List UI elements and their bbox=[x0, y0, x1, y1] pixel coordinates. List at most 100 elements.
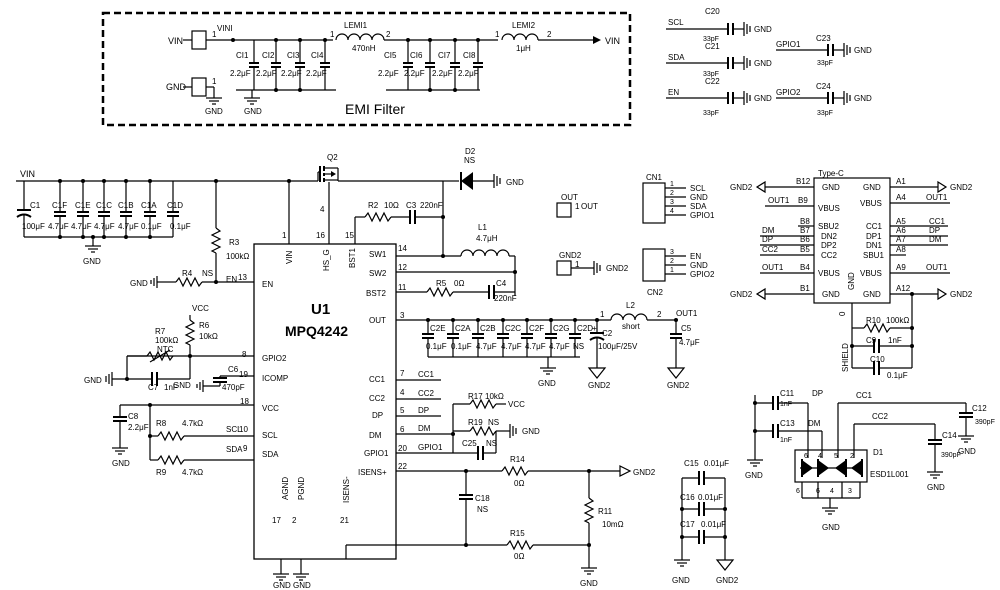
svg-text:2.2μF: 2.2μF bbox=[306, 69, 327, 78]
svg-text:GND2: GND2 bbox=[716, 576, 739, 585]
type-c-connector: Type-C GND VBUS SBU2 DN2 DP2 CC2 VBUS GN… bbox=[730, 169, 973, 380]
c21-label: C21 bbox=[705, 42, 720, 51]
svg-text:Q2: Q2 bbox=[327, 153, 338, 162]
svg-text:NS: NS bbox=[477, 505, 488, 514]
svg-text:GND: GND bbox=[847, 272, 856, 290]
svg-text:100μF: 100μF bbox=[22, 222, 45, 231]
svg-text:C7: C7 bbox=[148, 383, 159, 392]
svg-text:8: 8 bbox=[242, 350, 247, 359]
svg-text:18: 18 bbox=[240, 397, 249, 406]
svg-text:2.2μF: 2.2μF bbox=[404, 69, 425, 78]
svg-text:GND: GND bbox=[927, 483, 945, 492]
svg-text:NS: NS bbox=[488, 418, 499, 427]
svg-text:1: 1 bbox=[212, 77, 217, 86]
svg-text:1: 1 bbox=[212, 30, 217, 39]
lemi1-label: LEMI1 bbox=[344, 21, 368, 30]
svg-text:R14: R14 bbox=[510, 455, 525, 464]
svg-text:470nH: 470nH bbox=[352, 44, 376, 53]
svg-text:D2: D2 bbox=[465, 147, 476, 156]
svg-text:4.7μF: 4.7μF bbox=[94, 222, 115, 231]
svg-text:GPIO1: GPIO1 bbox=[418, 443, 443, 452]
emi-filter: EMI Filter VIN 1 VINI GND 1 GND GND CI1 … bbox=[101, 11, 632, 127]
svg-text:10Ω: 10Ω bbox=[384, 201, 399, 210]
junction-dot bbox=[451, 318, 455, 322]
svg-text:EN: EN bbox=[668, 88, 679, 97]
svg-text:SCL: SCL bbox=[226, 425, 242, 434]
svg-text:SW2: SW2 bbox=[369, 269, 387, 278]
svg-text:NTC: NTC bbox=[157, 345, 174, 354]
svg-text:GND2: GND2 bbox=[559, 251, 582, 260]
svg-text:B12: B12 bbox=[796, 177, 811, 186]
svg-text:4.7μH: 4.7μH bbox=[476, 234, 498, 243]
c2f-label: C2F bbox=[529, 324, 544, 333]
svg-text:R9: R9 bbox=[156, 468, 167, 477]
svg-text:GND: GND bbox=[822, 183, 840, 192]
q2-mosfet bbox=[317, 166, 339, 203]
svg-text:4.7μF: 4.7μF bbox=[679, 338, 700, 347]
svg-text:GND: GND bbox=[205, 107, 223, 116]
svg-text:NS: NS bbox=[486, 439, 497, 448]
svg-text:DM: DM bbox=[369, 431, 382, 440]
svg-text:R3: R3 bbox=[229, 238, 240, 247]
svg-text:33pF: 33pF bbox=[703, 36, 719, 43]
svg-text:GPIO1: GPIO1 bbox=[690, 211, 715, 220]
svg-text:R4: R4 bbox=[182, 269, 193, 278]
vin-terminal bbox=[191, 30, 207, 50]
svg-text:ISENS+: ISENS+ bbox=[358, 468, 387, 477]
svg-text:GND: GND bbox=[273, 581, 291, 590]
c22-label: C22 bbox=[705, 77, 720, 86]
svg-text:BST1: BST1 bbox=[348, 247, 357, 268]
svg-text:C15: C15 bbox=[684, 459, 699, 468]
svg-text:EN: EN bbox=[690, 252, 701, 261]
svg-text:1nF: 1nF bbox=[780, 437, 792, 444]
svg-text:SHIELD: SHIELD bbox=[841, 343, 850, 372]
svg-text:390pF: 390pF bbox=[975, 419, 995, 426]
svg-text:2.2μF: 2.2μF bbox=[128, 423, 149, 432]
svg-text:+: + bbox=[592, 324, 597, 333]
svg-text:2.2μF: 2.2μF bbox=[281, 69, 302, 78]
svg-text:GND: GND bbox=[83, 257, 101, 266]
svg-text:R5: R5 bbox=[436, 279, 447, 288]
svg-text:R15: R15 bbox=[510, 529, 525, 538]
svg-text:A12: A12 bbox=[896, 284, 911, 293]
svg-text:DP: DP bbox=[418, 406, 429, 415]
lemi2-inductor bbox=[501, 33, 539, 41]
connectors: CN1 1 2 3 4 SCL GND SDA GPIO1 CN2 3 2 1 … bbox=[642, 173, 715, 297]
svg-text:100kΩ: 100kΩ bbox=[886, 316, 909, 325]
svg-text:CC2: CC2 bbox=[369, 394, 386, 403]
svg-text:CC1: CC1 bbox=[418, 370, 435, 379]
svg-text:GND: GND bbox=[166, 82, 187, 92]
svg-text:DP: DP bbox=[929, 226, 940, 235]
svg-text:ICOMP: ICOMP bbox=[262, 374, 288, 383]
svg-text:R7: R7 bbox=[155, 327, 166, 336]
svg-text:GND2: GND2 bbox=[950, 183, 973, 192]
emi-vin-label: VIN bbox=[168, 36, 183, 46]
svg-text:C18: C18 bbox=[475, 494, 490, 503]
svg-text:D1: D1 bbox=[873, 448, 884, 457]
svg-text:33pF: 33pF bbox=[817, 60, 833, 67]
svg-text:NS: NS bbox=[464, 156, 475, 165]
svg-text:DM: DM bbox=[808, 419, 821, 428]
svg-text:1: 1 bbox=[670, 181, 674, 188]
c2e-label: C2E bbox=[430, 324, 446, 333]
svg-text:17: 17 bbox=[272, 516, 281, 525]
u1-ic: U1 MPQ4242 EN GPIO2 ICOMP VCC SCL SDA 13… bbox=[238, 231, 407, 560]
svg-text:SCL: SCL bbox=[690, 184, 706, 193]
svg-text:GND: GND bbox=[754, 94, 772, 103]
svg-text:1: 1 bbox=[282, 231, 287, 240]
c2e-value: 0.1μF bbox=[426, 342, 447, 351]
svg-text:GND: GND bbox=[84, 376, 102, 385]
svg-text:SBU1: SBU1 bbox=[863, 251, 884, 260]
svg-text:OUT1: OUT1 bbox=[762, 263, 784, 272]
svg-text:C1B: C1B bbox=[118, 201, 134, 210]
output-section: C2E0.1μFC2A0.1μFC2B4.7μFC2C4.7μFC2F4.7μF… bbox=[396, 301, 700, 390]
svg-text:2: 2 bbox=[670, 258, 674, 265]
svg-text:3: 3 bbox=[400, 311, 405, 320]
lemi1-inductor bbox=[335, 33, 385, 41]
svg-text:DN2: DN2 bbox=[821, 232, 838, 241]
svg-text:R19: R19 bbox=[468, 418, 483, 427]
svg-text:GND: GND bbox=[506, 178, 524, 187]
svg-text:0.01μF: 0.01μF bbox=[704, 459, 729, 468]
svg-text:CC2: CC2 bbox=[762, 245, 779, 254]
svg-text:CC2: CC2 bbox=[418, 389, 435, 398]
